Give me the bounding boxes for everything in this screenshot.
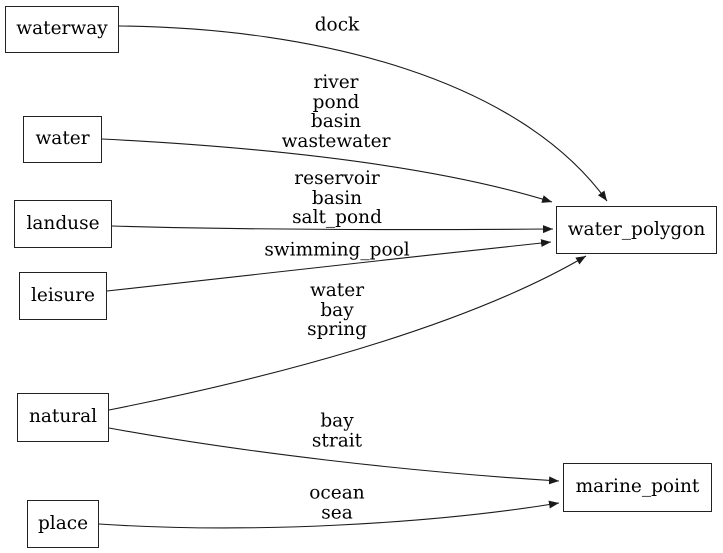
node-water_polygon: water_polygon [556, 206, 717, 254]
edge-label-natural-water-values: water bay spring [307, 279, 367, 340]
node-place: place [27, 500, 99, 548]
edge-label-natural-marine-values: bay strait [311, 410, 363, 451]
edge-label-landuse-values: reservoir basin salt_pond [292, 167, 382, 228]
edge-place-to-marine_point [98, 500, 560, 529]
edge-natural-to-water_polygon [108, 255, 587, 411]
edge-label-waterway-dock: dock [314, 14, 360, 36]
edge-label-water-values: river pond basin wastewater [281, 72, 391, 152]
node-marine_point: marine_point [563, 463, 712, 512]
edge-waterway-to-water_polygon [118, 25, 608, 202]
node-water: water [23, 116, 102, 163]
node-waterway: waterway [5, 6, 119, 53]
node-landuse: landuse [14, 200, 112, 248]
edge-water-to-water_polygon [101, 138, 553, 203]
edge-label-place-values: ocean sea [309, 482, 365, 523]
node-leisure: leisure [19, 272, 107, 320]
edge-leisure-to-water_polygon [106, 239, 552, 292]
edge-natural-to-marine_point [108, 427, 560, 485]
edge-label-leisure-swimming-pool: swimming_pool [264, 239, 410, 261]
edge-landuse-to-water_polygon [111, 225, 554, 234]
node-natural: natural [17, 393, 109, 442]
